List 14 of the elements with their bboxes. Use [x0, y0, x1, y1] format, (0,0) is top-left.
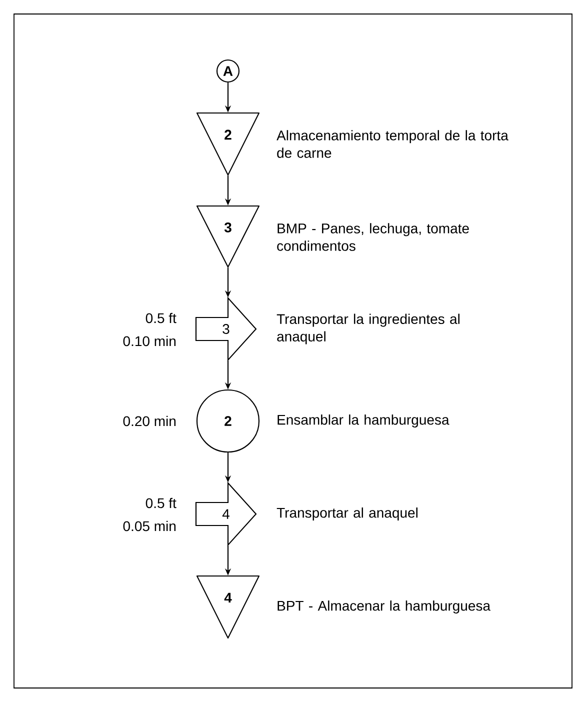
step-description: Transportar la ingredientes al anaquel [276, 314, 460, 344]
measure-label: 0.20 min [123, 416, 176, 426]
step-description: Almacenamiento temporal de la torta de carne [276, 130, 508, 158]
storage-triangle: 4 [196, 575, 260, 639]
storage-triangle: 3 [196, 205, 260, 268]
measure-label: 0.10 min [123, 336, 176, 346]
measure-label: 0.5 ft [146, 498, 176, 508]
step-description: Ensamblar la hamburguesa [278, 414, 450, 428]
measure-label: 0.5 ft [146, 312, 176, 324]
step-description: BMP - Panes, lechuga, tomate condimentos [277, 223, 469, 251]
step-description: Transportar al anaquel [276, 507, 418, 521]
measure-label: 0.05 min [123, 520, 176, 532]
step-description: BPT - Almacenar la hamburguesa [278, 600, 490, 614]
storage-triangle: 2 [196, 112, 260, 176]
